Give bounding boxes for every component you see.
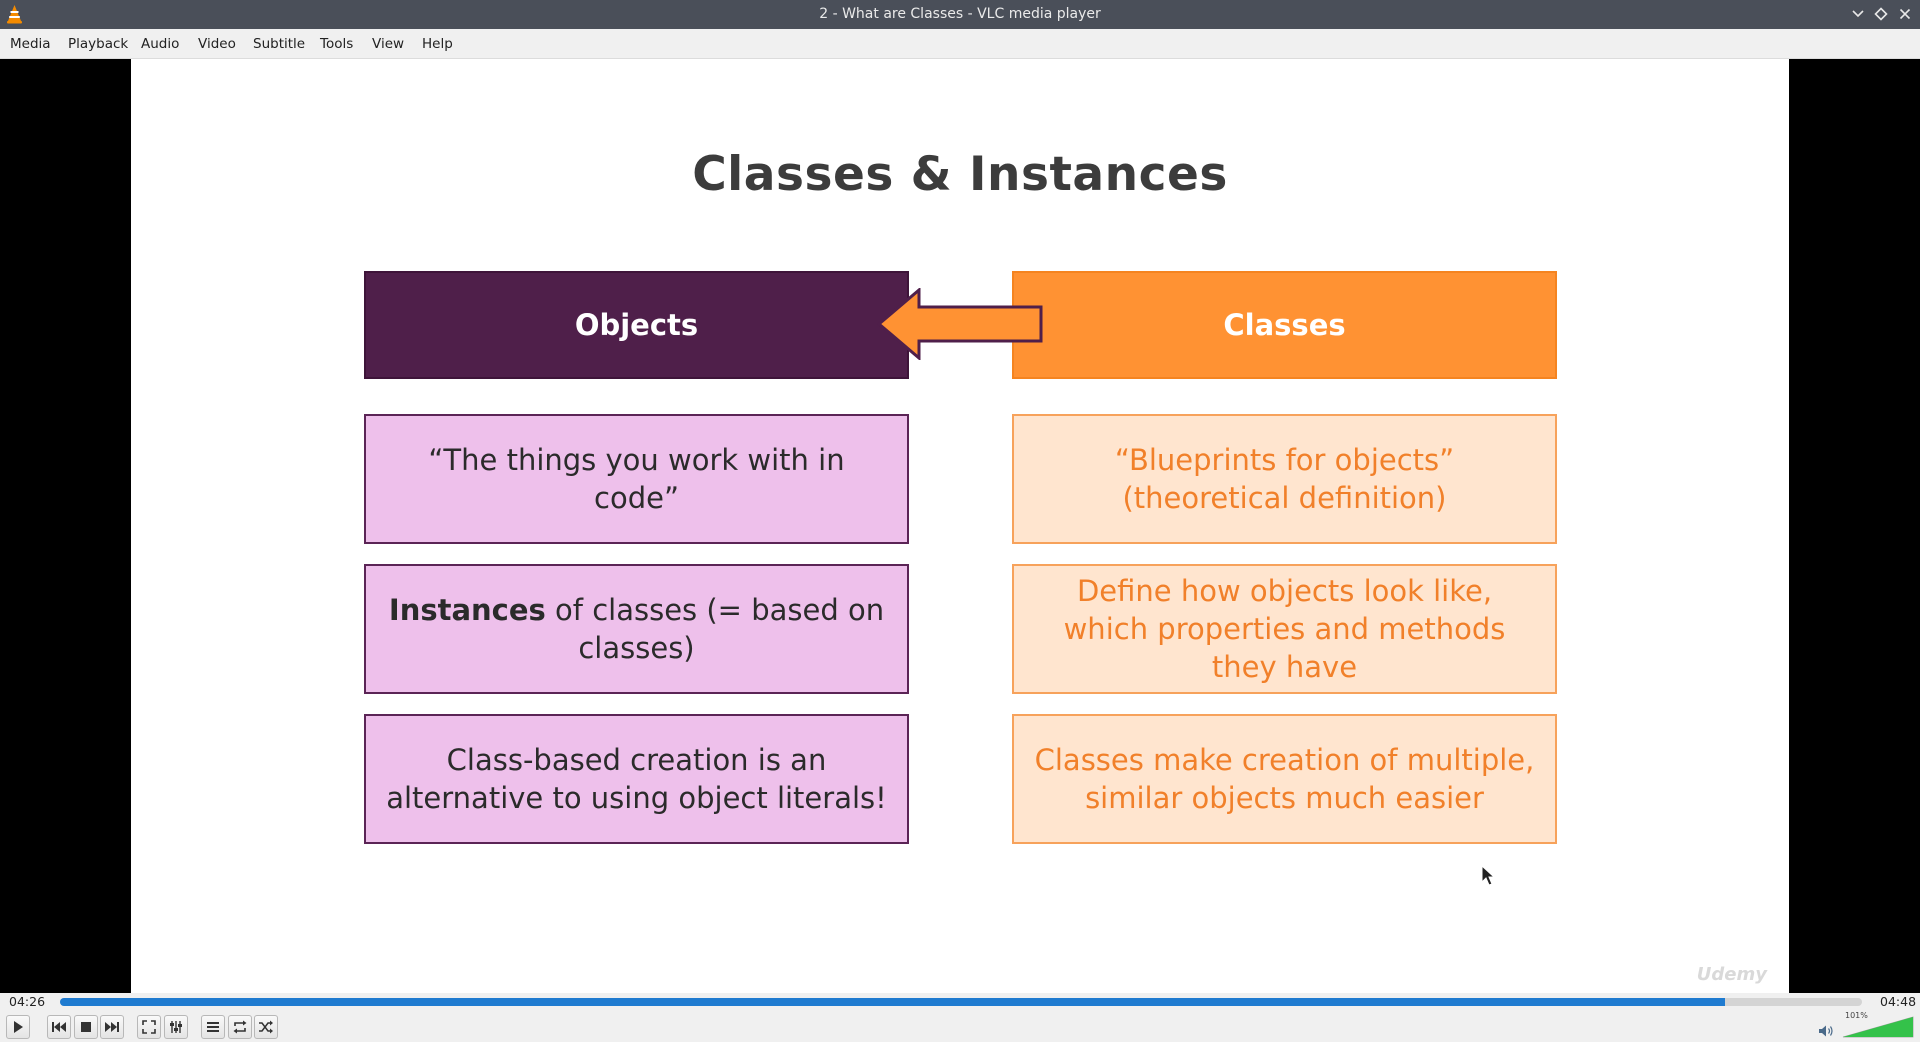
seek-progress bbox=[60, 998, 1726, 1006]
volume-level bbox=[1843, 1017, 1913, 1037]
menu-bar: Media Playback Audio Video Subtitle Tool… bbox=[0, 29, 1920, 59]
classes-header: Classes bbox=[1012, 271, 1557, 379]
mouse-cursor-icon bbox=[1481, 865, 1495, 886]
objects-header: Objects bbox=[364, 271, 909, 379]
objects-card-2-rest: of classes (= based on classes) bbox=[545, 593, 885, 665]
maximize-button[interactable] bbox=[1872, 5, 1890, 23]
menu-media[interactable]: Media bbox=[10, 36, 51, 52]
classes-card-1-text: “Blueprints for objects” (theoretical de… bbox=[1114, 443, 1455, 515]
elapsed-time[interactable]: 04:26 bbox=[9, 994, 46, 1009]
extended-settings-button[interactable] bbox=[164, 1015, 188, 1039]
menu-playback[interactable]: Playback bbox=[68, 36, 129, 52]
close-button[interactable] bbox=[1896, 5, 1914, 23]
menu-subtitle[interactable]: Subtitle bbox=[253, 36, 306, 52]
total-time[interactable]: 04:48 bbox=[1880, 994, 1917, 1009]
close-icon bbox=[1899, 8, 1911, 20]
video-area[interactable]: Classes & Instances Objects Classes “The… bbox=[0, 59, 1920, 993]
title-bar: 2 - What are Classes - VLC media player bbox=[0, 0, 1920, 29]
classes-card-1: “Blueprints for objects” (theoretical de… bbox=[1012, 414, 1557, 544]
control-bar: 04:26 04:48 101% bbox=[0, 993, 1920, 1042]
menu-video[interactable]: Video bbox=[198, 36, 236, 52]
arrow-left-icon bbox=[876, 288, 1043, 360]
objects-card-3-text: Class-based creation is an alternative t… bbox=[386, 743, 887, 815]
menu-tools[interactable]: Tools bbox=[320, 36, 354, 52]
previous-button[interactable] bbox=[47, 1015, 71, 1039]
next-icon bbox=[105, 1022, 119, 1032]
classes-card-2: Define how objects look like, which prop… bbox=[1012, 564, 1557, 694]
fullscreen-button[interactable] bbox=[137, 1015, 161, 1039]
objects-card-2: Instances of classes (= based on classes… bbox=[364, 564, 909, 694]
seek-slider[interactable] bbox=[60, 998, 1862, 1006]
next-button[interactable] bbox=[100, 1015, 124, 1039]
playlist-icon bbox=[207, 1022, 219, 1032]
fullscreen-icon bbox=[142, 1020, 156, 1034]
objects-card-1: “The things you work with in code” bbox=[364, 414, 909, 544]
classes-card-3: Classes make creation of multiple, simil… bbox=[1012, 714, 1557, 844]
loop-icon bbox=[233, 1020, 247, 1034]
random-button[interactable] bbox=[254, 1015, 278, 1039]
previous-icon bbox=[52, 1022, 66, 1032]
playlist-button[interactable] bbox=[201, 1015, 225, 1039]
play-icon bbox=[14, 1021, 23, 1033]
speaker-icon[interactable] bbox=[1818, 1024, 1834, 1038]
objects-card-2-text: Instances of classes (= based on classes… bbox=[384, 591, 889, 667]
menu-help[interactable]: Help bbox=[422, 36, 453, 52]
udemy-watermark: Udemy bbox=[1696, 964, 1767, 985]
menu-view[interactable]: View bbox=[372, 36, 405, 52]
objects-card-1-text: “The things you work with in code” bbox=[428, 443, 845, 515]
menu-audio[interactable]: Audio bbox=[141, 36, 180, 52]
slide: Classes & Instances Objects Classes “The… bbox=[131, 59, 1789, 993]
diamond-icon bbox=[1874, 7, 1888, 21]
slide-title: Classes & Instances bbox=[692, 147, 1228, 202]
classes-card-2-text: Define how objects look like, which prop… bbox=[1063, 574, 1506, 684]
stop-button[interactable] bbox=[74, 1015, 98, 1039]
stop-icon bbox=[81, 1022, 91, 1032]
objects-card-3: Class-based creation is an alternative t… bbox=[364, 714, 909, 844]
volume-slider[interactable] bbox=[1842, 1012, 1914, 1038]
loop-button[interactable] bbox=[228, 1015, 252, 1039]
chevron-down-icon bbox=[1852, 10, 1864, 18]
minimize-button[interactable] bbox=[1849, 5, 1867, 23]
volume-label: 101% bbox=[1845, 1011, 1868, 1020]
play-button[interactable] bbox=[6, 1015, 30, 1039]
window-title: 2 - What are Classes - VLC media player bbox=[819, 6, 1101, 22]
extended-settings-icon bbox=[170, 1021, 182, 1033]
objects-card-2-bold: Instances bbox=[388, 593, 546, 627]
vlc-cone-icon bbox=[7, 5, 22, 24]
random-icon bbox=[259, 1020, 273, 1034]
classes-card-3-text: Classes make creation of multiple, simil… bbox=[1034, 743, 1535, 815]
